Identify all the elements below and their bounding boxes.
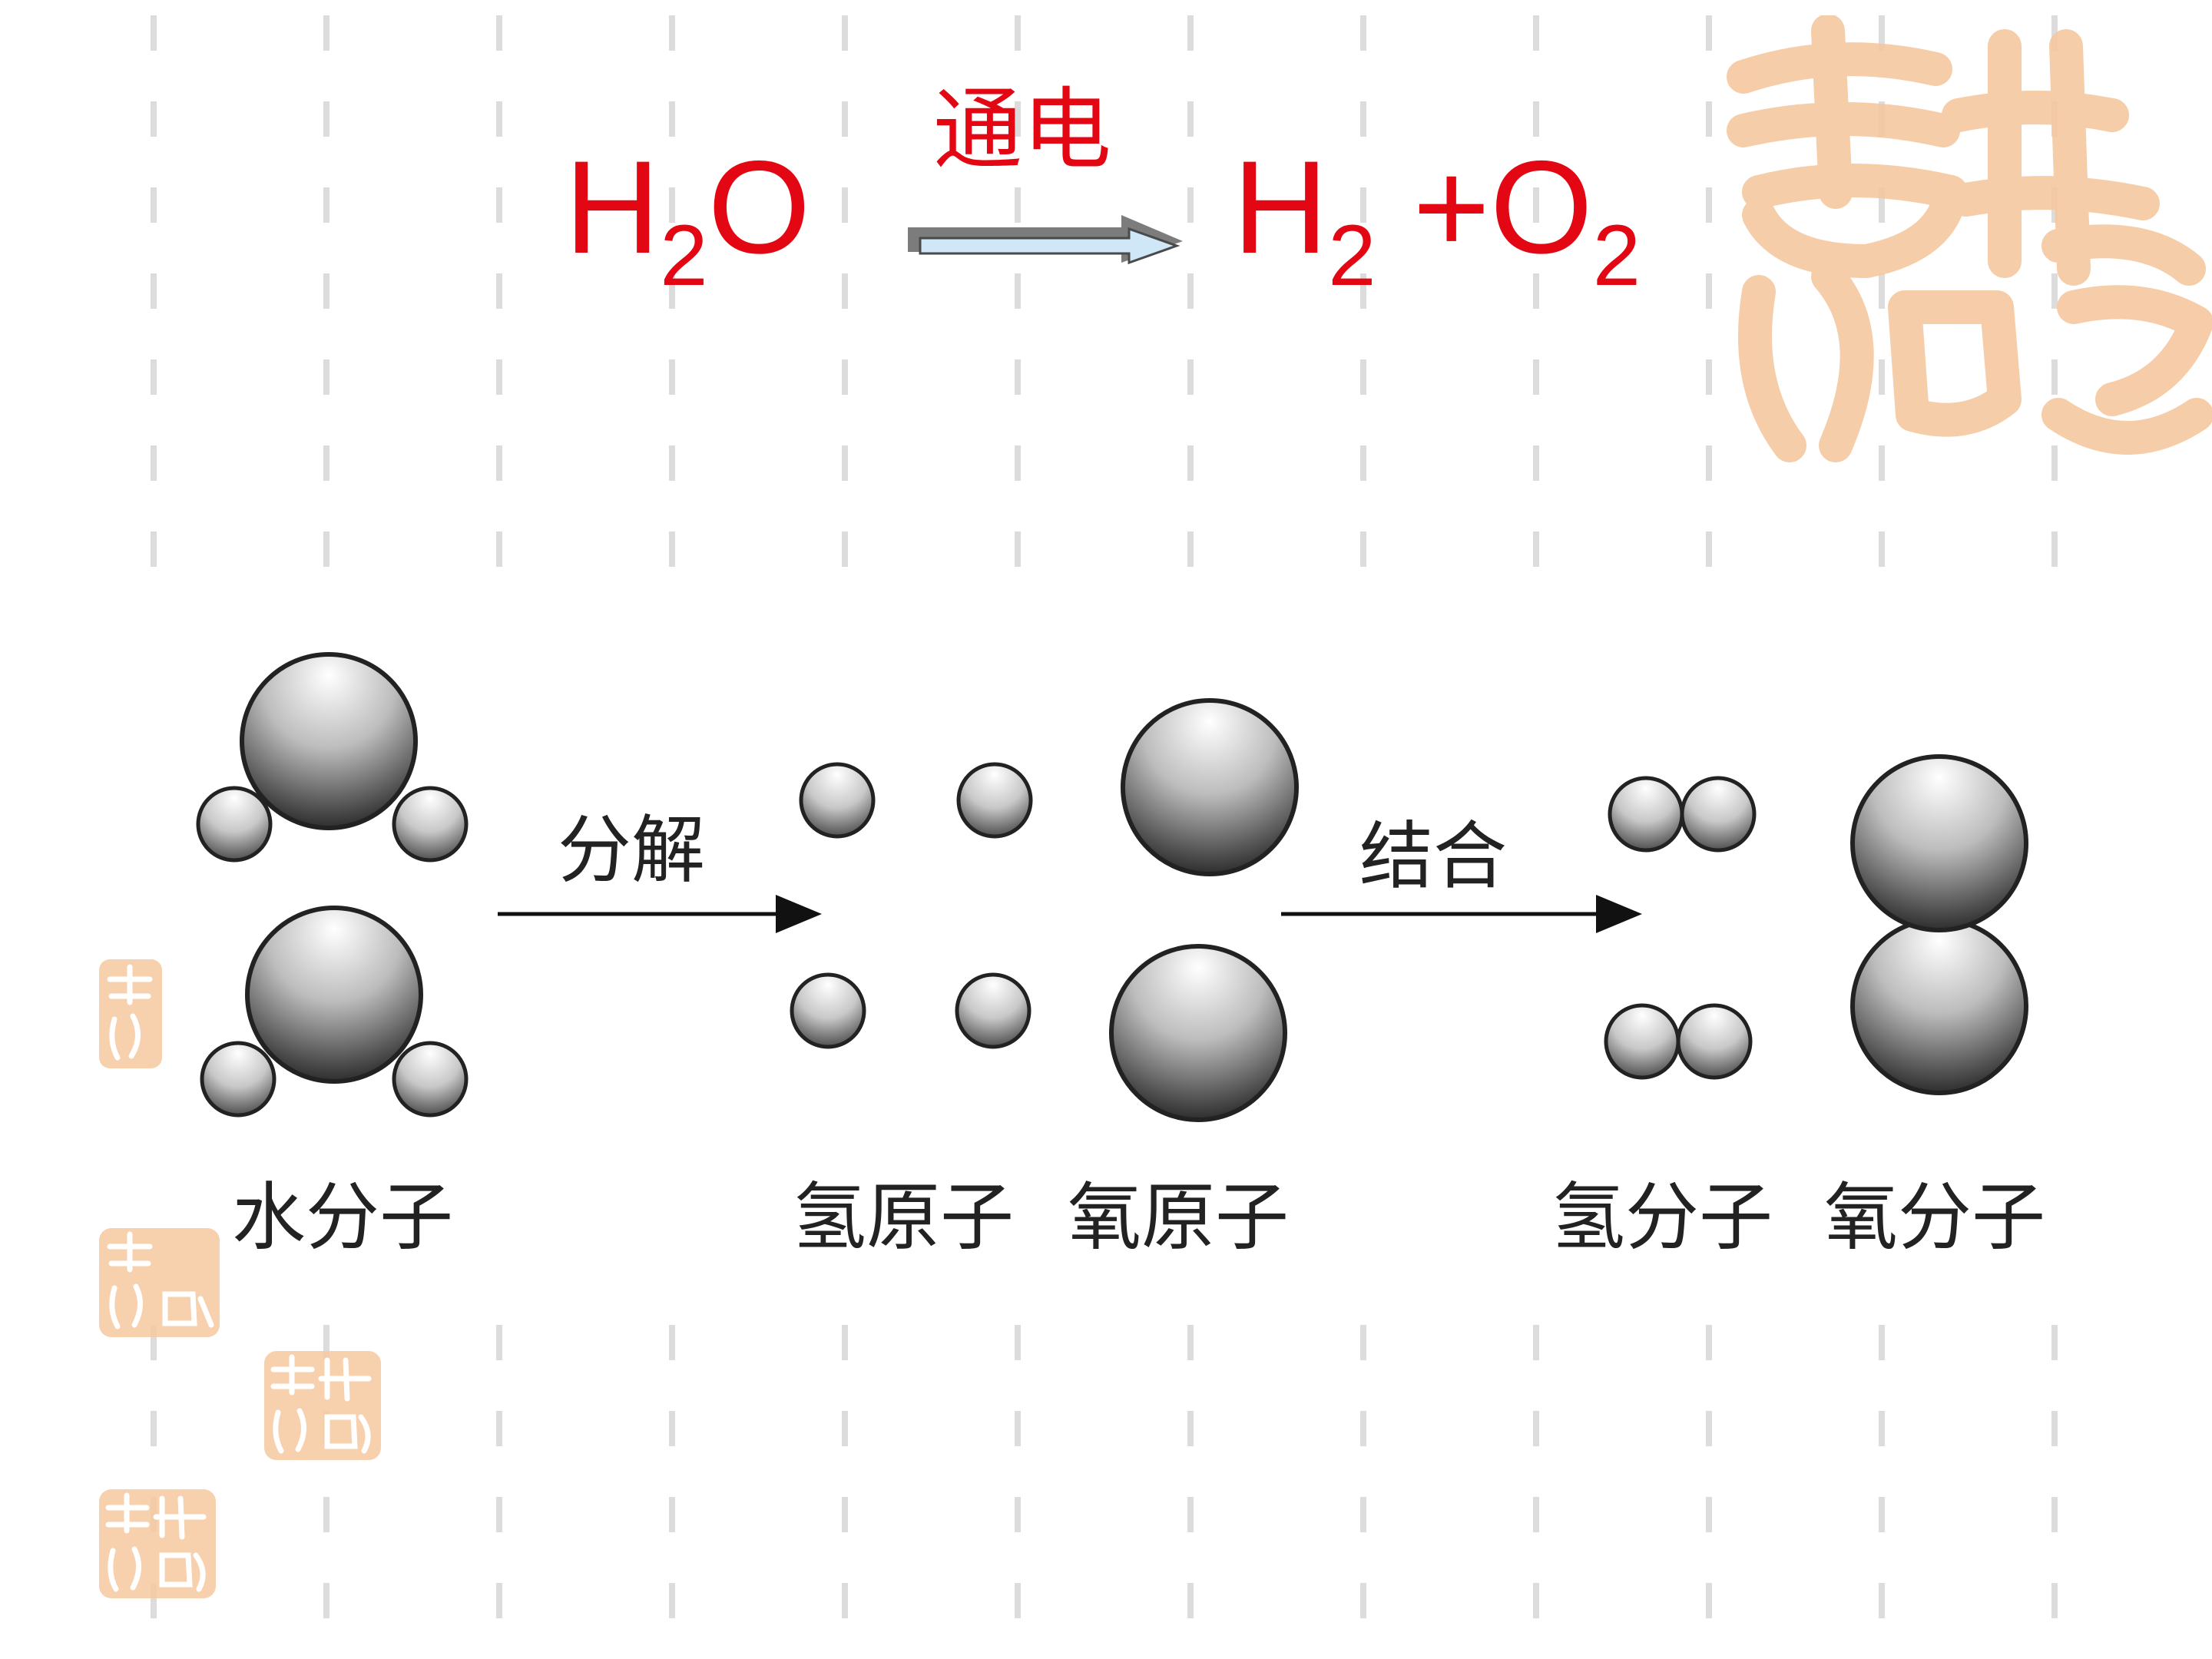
hydrogen-atom — [799, 762, 876, 839]
reactant-formula-h2o: H2O — [565, 115, 810, 300]
product-formulas: H2+O2 — [1233, 115, 1641, 300]
hydrogen-atom — [200, 1041, 276, 1118]
oxygen-atom — [1850, 917, 2028, 1095]
hydrogen-atom — [1676, 1003, 1753, 1080]
separated-atoms — [790, 698, 1299, 1122]
hydrogen-atom — [790, 972, 866, 1049]
oxygen-atom — [245, 906, 423, 1084]
water-molecule-1 — [196, 652, 469, 863]
seal-icon-1 — [99, 959, 162, 1068]
product-2-subscript: 2 — [1592, 207, 1641, 303]
reaction-condition: 通电 — [933, 78, 1111, 182]
reaction-equation: H2O 通电 H2+O2 — [0, 78, 2212, 300]
product-1-subscript: 2 — [1328, 207, 1376, 303]
hydrogen-atom-label: 氢原子 — [793, 1174, 1014, 1260]
reaction-arrow-icon — [908, 215, 1183, 265]
reactant-element: H — [565, 134, 661, 281]
combine-label: 结合 — [1359, 813, 1507, 899]
hydrogen-atom — [1608, 776, 1684, 853]
hydrogen-atom — [955, 972, 1031, 1049]
plus-sign: + — [1412, 134, 1490, 281]
seal-icon-2 — [99, 1228, 220, 1337]
product-1-element: H — [1233, 134, 1329, 281]
water-molecule-2 — [200, 906, 469, 1118]
reactant-tail: O — [707, 134, 811, 281]
oxygen-atom — [1121, 698, 1299, 876]
oxygen-atom — [1850, 754, 2028, 932]
reactant-subscript: 2 — [660, 207, 708, 303]
hydrogen-atom — [1680, 776, 1757, 853]
water-molecule-label: 水分子 — [232, 1174, 453, 1260]
oxygen-atom — [1109, 944, 1287, 1122]
hydrogen-atom — [392, 786, 469, 863]
oxygen-molecule-label: 氧分子 — [1824, 1174, 2045, 1260]
oxygen-molecule — [1850, 754, 2028, 1095]
large-calligraphy-watermark — [1727, 15, 2212, 462]
hydrogen-molecules — [1604, 776, 1757, 1080]
hydrogen-atom — [392, 1041, 469, 1118]
product-2-element: O — [1489, 134, 1593, 281]
oxygen-atom-label: 氧原子 — [1068, 1174, 1289, 1260]
seal-icon-3 — [264, 1351, 381, 1460]
hydrogen-atom — [196, 786, 273, 863]
oxygen-atom — [240, 652, 418, 830]
hydrogen-atom — [1604, 1003, 1681, 1080]
hydrogen-molecule-label: 氢分子 — [1551, 1174, 1773, 1260]
decompose-label: 分解 — [558, 807, 705, 893]
hydrogen-atom — [956, 762, 1033, 839]
seal-icon-4 — [99, 1489, 216, 1598]
